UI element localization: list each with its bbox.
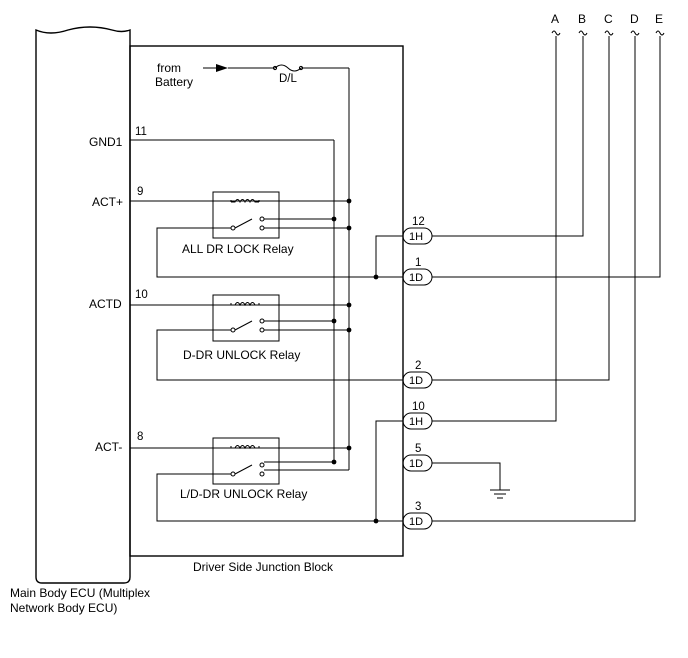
relay-ld-dr-unlock-label: L/D-DR UNLOCK Relay xyxy=(180,487,307,501)
ecu-label-line1: Main Body ECU (Multiplex xyxy=(10,586,150,600)
connector-pin: 2 xyxy=(415,360,421,372)
connector-code: 1D xyxy=(409,375,423,387)
column-label-a: A xyxy=(551,12,559,26)
column-label-b: B xyxy=(578,12,586,26)
connector-pin: 12 xyxy=(412,216,425,228)
terminal-actd-pin: 10 xyxy=(135,289,148,301)
wire-break-icon xyxy=(604,30,614,36)
connector-pin: 10 xyxy=(412,401,425,413)
battery-arrow-icon xyxy=(216,64,228,72)
connector-1d-5: 5 1D xyxy=(402,443,433,472)
relay-coil-icon xyxy=(231,199,259,204)
terminal-actminus-pin: 8 xyxy=(137,431,143,443)
relay-switch-icon xyxy=(234,218,253,229)
relay-all-dr-lock-label: ALL DR LOCK Relay xyxy=(182,242,294,256)
connector-1h-10: 10 1H xyxy=(402,401,433,430)
terminal-actminus-label: ACT- xyxy=(95,440,122,454)
wire-break-icon xyxy=(655,30,665,36)
junction-block xyxy=(129,45,404,557)
column-label-d: D xyxy=(630,12,639,26)
ecu-label-line2: Network Body ECU) xyxy=(10,601,117,615)
connector-1d-2: 2 1D xyxy=(402,360,433,389)
relay-switch-icon xyxy=(234,320,253,331)
connector-code: 1D xyxy=(409,516,423,528)
terminal-actplus-pin: 9 xyxy=(137,186,143,198)
connector-code: 1D xyxy=(409,458,423,470)
ground-icon xyxy=(490,489,510,499)
relay-switch-icon xyxy=(234,464,253,475)
connector-1d-3: 3 1D xyxy=(402,501,433,530)
wire-break-icon xyxy=(578,30,588,36)
connector-1d-1: 1 1D xyxy=(402,257,433,286)
connector-pin: 5 xyxy=(415,443,421,455)
relay-ld-dr-unlock xyxy=(212,437,280,485)
battery-label-line1: from xyxy=(157,61,181,75)
battery-label-line2: Battery xyxy=(155,75,193,89)
column-label-c: C xyxy=(604,12,613,26)
terminal-gnd1-pin: 11 xyxy=(135,126,147,138)
connector-code: 1D xyxy=(409,272,423,284)
connector-code: 1H xyxy=(409,231,423,243)
wire-break-icon xyxy=(551,30,561,36)
relay-all-dr-lock xyxy=(212,191,280,239)
connector-1h-12: 12 1H xyxy=(402,216,433,245)
connector-pin: 1 xyxy=(415,257,421,269)
connector-code: 1H xyxy=(409,416,423,428)
terminal-gnd1-label: GND1 xyxy=(89,135,123,149)
relay-d-dr-unlock-label: D-DR UNLOCK Relay xyxy=(183,348,300,362)
connector-pin: 3 xyxy=(415,501,421,513)
relay-d-dr-unlock xyxy=(212,294,280,342)
column-label-e: E xyxy=(655,12,663,26)
terminal-actplus-label: ACT+ xyxy=(92,195,123,209)
wire-break-icon xyxy=(630,30,640,36)
junction-block-label: Driver Side Junction Block xyxy=(193,560,334,574)
fuse-icon xyxy=(274,64,302,72)
main-body-ecu xyxy=(35,26,131,584)
fuse-label: D/L xyxy=(279,73,298,85)
terminal-actd-label: ACTD xyxy=(89,297,122,311)
